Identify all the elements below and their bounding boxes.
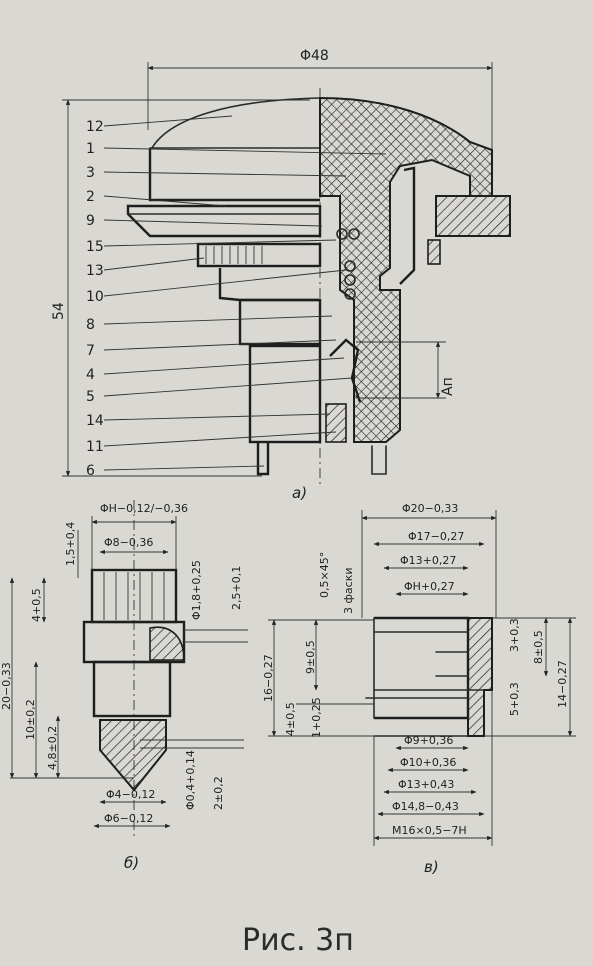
dim-height-14: 14−0,27 bbox=[556, 660, 569, 708]
view-b-part: ΦН−0,12/−0,36 Φ8−0,36 1,5+0,4 4+0,5 Φ1,8… bbox=[0, 500, 248, 872]
part-label-3: 3 bbox=[86, 165, 95, 181]
dim-lift-ap: Ап bbox=[440, 377, 456, 396]
dim-dia-10: Φ10+0,36 bbox=[400, 756, 456, 769]
part-label-5: 5 bbox=[86, 389, 95, 405]
dim-dia-6: Φ6−0,12 bbox=[104, 812, 153, 825]
dim-thread: М16×0,5−7Н bbox=[392, 824, 467, 837]
dim-height-8: 8±0,5 bbox=[532, 630, 545, 664]
dim-dia-20: Φ20−0,33 bbox=[402, 502, 458, 515]
dim-height-2: 2±0,2 bbox=[212, 776, 225, 810]
part-label-4: 4 bbox=[86, 367, 95, 383]
dim-outer-diameter: Φ48 bbox=[300, 48, 329, 64]
part-label-8: 8 bbox=[86, 317, 95, 333]
view-c-part: Φ20−0,33 Φ17−0,27 Φ13+0,27 ΦН+0,27 0,5×4… bbox=[262, 502, 576, 876]
part-label-7: 7 bbox=[86, 343, 95, 359]
part-label-13: 13 bbox=[86, 263, 104, 279]
part-label-2: 2 bbox=[86, 189, 95, 205]
dim-chamfer: 0,5×45° bbox=[318, 552, 331, 598]
part-label-12: 12 bbox=[86, 119, 104, 135]
dim-dia-8: Φ8−0,36 bbox=[104, 536, 153, 549]
dim-height-5: 5+0,3 bbox=[508, 682, 521, 716]
part-label-15: 15 bbox=[86, 239, 104, 255]
dim-dia-14-8: Φ14,8−0,43 bbox=[392, 800, 459, 813]
dim-height-10: 10±0,2 bbox=[24, 699, 37, 740]
dim-height-16: 16−0,27 bbox=[262, 654, 275, 702]
dim-height-2-5: 2,5+0,1 bbox=[230, 566, 243, 610]
dim-height-1: 1+0,25 bbox=[310, 697, 323, 738]
dim-length-20: 20−0,33 bbox=[0, 662, 13, 710]
dim-overall-height: 54 bbox=[51, 302, 67, 320]
figure-caption: Рис. 3п bbox=[242, 923, 354, 958]
dim-height-3: 3+0,3 bbox=[508, 618, 521, 652]
dim-height-4: 4+0,5 bbox=[30, 588, 43, 622]
dim-height-4-8: 4,8±0,2 bbox=[46, 726, 59, 770]
dim-dia-1-8: Φ1,8+0,25 bbox=[190, 560, 203, 620]
note-three-chamfers: 3 фаски bbox=[342, 568, 355, 614]
dim-dia-0-4: Φ0,4+0,14 bbox=[184, 750, 197, 810]
dim-height-9: 9±0,5 bbox=[304, 640, 317, 674]
part-label-14: 14 bbox=[86, 413, 104, 429]
dim-dia-9: Φ9+0,36 bbox=[404, 734, 453, 747]
dim-dia-13-top: Φ13+0,27 bbox=[400, 554, 456, 567]
part-label-11: 11 bbox=[86, 439, 104, 455]
dim-height-1-5: 1,5+0,4 bbox=[64, 522, 77, 566]
part-label-10: 10 bbox=[86, 289, 104, 305]
dim-top-diameter: ΦН−0,12/−0,36 bbox=[100, 502, 188, 515]
view-a-label: а) bbox=[292, 484, 307, 502]
dim-dia-17: Φ17−0,27 bbox=[408, 530, 464, 543]
dim-dia-h: ΦН+0,27 bbox=[404, 580, 455, 593]
dim-dia-13: Φ13+0,43 bbox=[398, 778, 454, 791]
part-label-6: 6 bbox=[86, 463, 95, 479]
part-label-1: 1 bbox=[86, 141, 95, 157]
dim-height-4-c: 4±0,5 bbox=[284, 702, 297, 736]
view-a-assembly: Φ48 54 bbox=[51, 48, 511, 502]
view-b-label: б) bbox=[124, 854, 139, 872]
dim-dia-4: Φ4−0,12 bbox=[106, 788, 155, 801]
view-c-label: в) bbox=[424, 858, 439, 876]
part-label-9: 9 bbox=[86, 213, 95, 229]
